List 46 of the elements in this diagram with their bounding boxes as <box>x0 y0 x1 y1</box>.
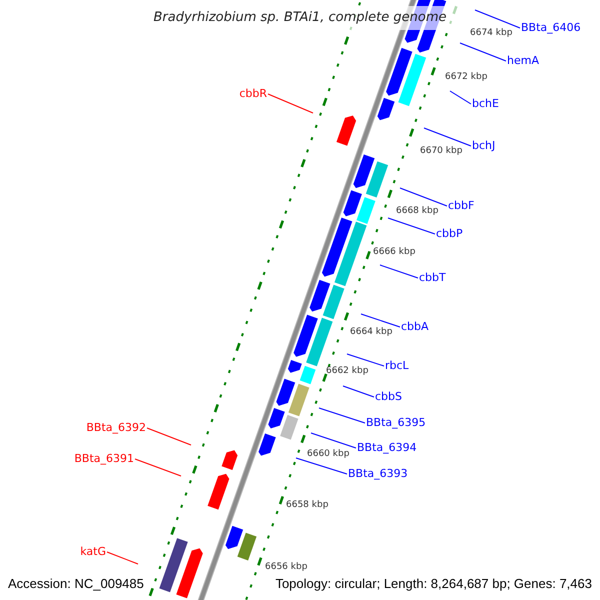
gene-label: BBta_6391 <box>74 452 134 466</box>
position-label: 6666 kbp <box>373 246 416 258</box>
gene-label: BBta_6393 <box>348 467 408 481</box>
position-label: 6674 kbp <box>470 27 512 39</box>
leader-line <box>268 94 314 114</box>
leader-line <box>388 218 436 234</box>
position-label: 6664 kbp <box>350 326 392 338</box>
leader-line <box>424 128 472 146</box>
gene-label: cbbP <box>436 227 463 241</box>
gene-label: katG <box>80 545 106 559</box>
gene-label: cbbA <box>401 320 429 334</box>
leader-line <box>450 90 472 104</box>
position-label: 6672 kbp <box>445 71 488 83</box>
gene-label: hemA <box>507 54 539 68</box>
leader-line <box>474 10 520 28</box>
leader-line <box>106 552 138 564</box>
position-label: 6656 kbp <box>265 561 308 573</box>
gene-label: BBta_6394 <box>357 441 417 455</box>
leader-line <box>346 354 384 366</box>
position-label: 6670 kbp <box>420 145 462 157</box>
gene-label: bchJ <box>472 139 496 153</box>
position-label: 6658 kbp <box>286 499 328 511</box>
leader-line <box>146 428 192 446</box>
gene-label: bchE <box>472 97 499 111</box>
leader-line <box>134 458 182 476</box>
gene-label: cbbS <box>375 390 402 404</box>
gene-label: cbbF <box>448 199 474 213</box>
position-label: 6668 kbp <box>396 205 438 217</box>
leader-line <box>342 386 374 398</box>
leader-line <box>400 188 448 206</box>
leader-line <box>318 408 366 424</box>
leader-line <box>310 432 356 448</box>
info-text: Accession: NC_009485 <box>8 575 144 593</box>
gene-label: rbcL <box>385 359 409 373</box>
gene-label: cbbR <box>239 87 267 101</box>
leader-line <box>296 458 348 474</box>
position-label: 6662 kbp <box>326 365 368 377</box>
leader-line <box>460 42 506 62</box>
gene-label: BBta_6392 <box>86 421 146 435</box>
info-text: Topology: circular; Length: 8,264,687 bp; Genes: 7,463 <box>275 575 592 593</box>
gene-label: cbbT <box>419 271 446 285</box>
gene-label: BBta_6406 <box>521 21 581 35</box>
leader-line <box>360 314 400 328</box>
position-label: 6660 kbp <box>307 448 350 460</box>
gene-label: BBta_6395 <box>366 416 426 430</box>
leader-line <box>380 264 418 278</box>
